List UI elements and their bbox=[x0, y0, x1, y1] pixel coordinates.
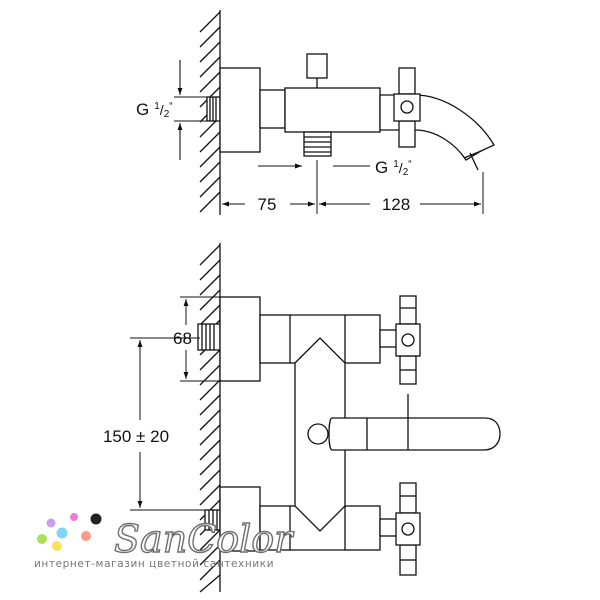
dim-75-label: 75 bbox=[258, 195, 277, 214]
diverter-knob-front bbox=[307, 423, 329, 445]
dim-68-label: 68 bbox=[173, 329, 192, 348]
dim-150-label: 150 ± 20 bbox=[103, 427, 169, 446]
top-view bbox=[174, 10, 495, 215]
connector-pipe-top bbox=[259, 89, 286, 129]
logo-dot bbox=[70, 513, 78, 521]
dim-128-label: 128 bbox=[382, 195, 410, 214]
lever-cap-top bbox=[306, 53, 328, 79]
logo-dot bbox=[81, 531, 91, 541]
logo-dot bbox=[90, 513, 102, 525]
front-view bbox=[130, 243, 501, 593]
lower-escutcheon bbox=[219, 486, 261, 552]
upper-escutcheon bbox=[219, 296, 261, 382]
lower-valve-box bbox=[344, 505, 381, 551]
logo-dot bbox=[46, 518, 56, 528]
upper-cross-handle bbox=[379, 295, 421, 385]
thread-left-dimension bbox=[174, 60, 207, 160]
upper-inlet-thread bbox=[197, 323, 221, 351]
upper-valve-box bbox=[344, 314, 381, 364]
mixer-body-top bbox=[284, 87, 381, 133]
upper-connector bbox=[259, 314, 291, 364]
logo-brand-text: SanColor bbox=[114, 517, 295, 561]
dim-150-lines bbox=[130, 337, 205, 511]
logo-color-dots bbox=[37, 513, 102, 551]
logo-dot bbox=[52, 541, 62, 551]
logo-dot bbox=[56, 527, 68, 539]
diverter-top bbox=[303, 131, 332, 157]
logo-tagline: интернет-магазин цветной сантехники bbox=[34, 558, 274, 570]
lower-cross-handle bbox=[379, 482, 421, 576]
inlet-thread-top bbox=[206, 96, 221, 122]
sancolor-logo: SanColor интернет-магазин цветной сантех… bbox=[34, 513, 296, 570]
cross-handle-top bbox=[393, 67, 421, 148]
spout-front bbox=[328, 417, 501, 451]
lower-connector bbox=[259, 505, 291, 551]
logo-dot bbox=[37, 534, 47, 544]
escutcheon-top bbox=[219, 67, 261, 153]
dim-68-lines bbox=[180, 296, 220, 382]
horizontal-dimensions bbox=[219, 152, 484, 214]
